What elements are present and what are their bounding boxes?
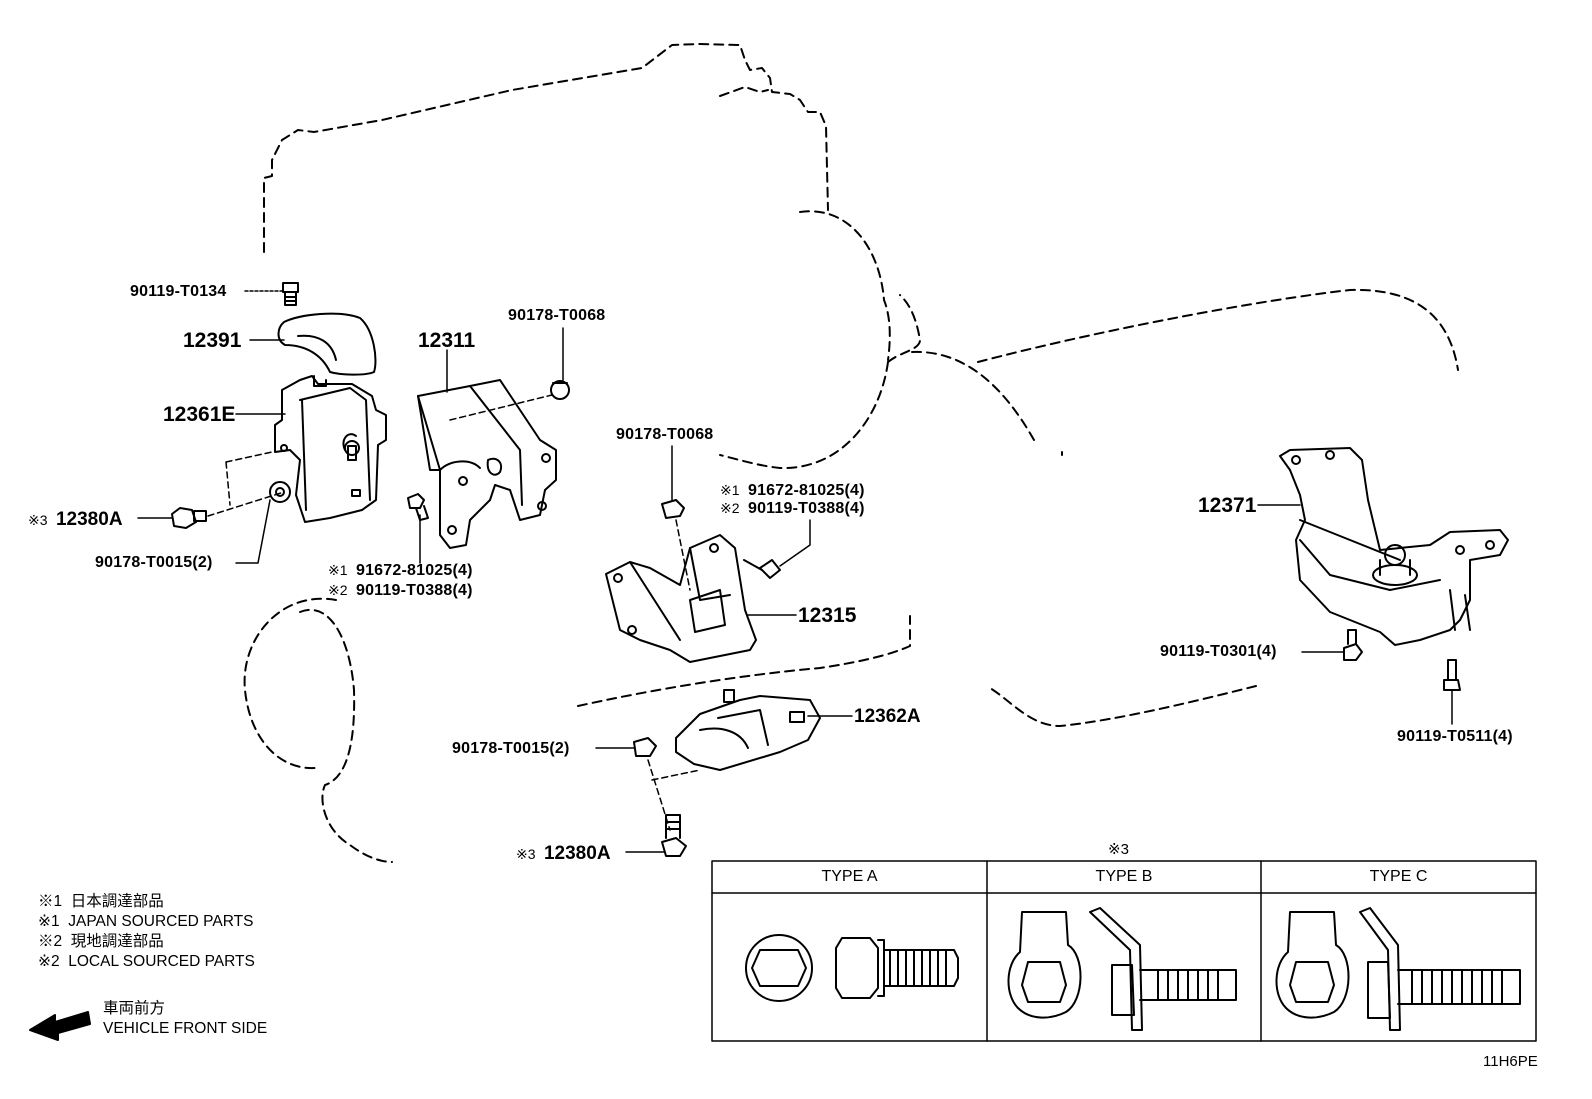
legend-mark: ※1 bbox=[38, 893, 63, 910]
legend-text: 現地調達部品 bbox=[70, 933, 164, 950]
legend-mark: ※2 bbox=[38, 953, 60, 970]
mount-12371 bbox=[1279, 447, 1509, 646]
front-arrow-icon bbox=[29, 1011, 91, 1041]
part-90119-T0388-left: 90119-T0388(4) bbox=[355, 582, 473, 599]
mark-3: ※3 bbox=[516, 846, 536, 862]
nut-90178-T0068-mid bbox=[661, 499, 685, 519]
bracket-12315 bbox=[605, 534, 757, 663]
dashed-lower-line bbox=[647, 759, 701, 831]
legend-row: ※1 日本調達部品 bbox=[38, 894, 164, 910]
legend-text: LOCAL SOURCED PARTS bbox=[68, 953, 255, 970]
mark-2: ※2 bbox=[720, 500, 740, 516]
mark-2: ※2 bbox=[328, 582, 348, 598]
label-90119-T0511: 90119-T0511(4) bbox=[1397, 728, 1513, 745]
mark-1: ※1 bbox=[720, 482, 740, 498]
label-12361E: 12361E bbox=[163, 403, 236, 426]
part-91672-81025-left: 91672-81025(4) bbox=[355, 562, 473, 579]
dashed-mid-line bbox=[675, 519, 691, 591]
label-12311: 12311 bbox=[418, 329, 476, 352]
bracket-12311 bbox=[417, 379, 557, 549]
leader-90178-T0015-top bbox=[235, 499, 271, 564]
insulator-12361E bbox=[274, 375, 387, 523]
front-label-en: VEHICLE FRONT SIDE bbox=[103, 1020, 268, 1037]
label-90178-T0068-top: 90178-T0068 bbox=[508, 307, 606, 324]
label-90178-T0068-mid: 90178-T0068 bbox=[616, 426, 714, 443]
label-note-left-2: ※2 90119-T0388(4) bbox=[328, 583, 473, 599]
type-c-bolt-drawing bbox=[1275, 907, 1521, 1031]
cover-12391 bbox=[277, 312, 377, 376]
bolt-90119-T0511 bbox=[1443, 659, 1461, 691]
label-90119-T0134: 90119-T0134 bbox=[130, 283, 227, 300]
type-table-mark: ※3 bbox=[1108, 841, 1129, 858]
nut-90178-T0015-bot bbox=[633, 737, 657, 757]
legend-row: ※2 LOCAL SOURCED PARTS bbox=[38, 954, 255, 970]
label-note-mid-2: ※2 90119-T0388(4) bbox=[720, 501, 865, 517]
front-label-jp: 車両前方 bbox=[103, 1000, 166, 1017]
label-12391: 12391 bbox=[183, 329, 242, 352]
figure-code: 11H6PE bbox=[1483, 1053, 1538, 1070]
type-c-header: TYPE C bbox=[1369, 868, 1428, 885]
type-a-bolt-drawing bbox=[745, 934, 959, 1002]
type-b-header: TYPE B bbox=[1095, 868, 1153, 885]
bolt-90119-T0134 bbox=[282, 282, 299, 306]
legend-row: ※1 JAPAN SOURCED PARTS bbox=[38, 914, 253, 930]
part-90119-T0388-mid: 90119-T0388(4) bbox=[747, 500, 865, 517]
part-91672-81025-mid: 91672-81025(4) bbox=[747, 482, 865, 499]
legend-mark: ※1 bbox=[38, 913, 60, 930]
legend-text: JAPAN SOURCED PARTS bbox=[68, 913, 254, 930]
label-90178-T0015-bot: 90178-T0015(2) bbox=[452, 740, 570, 757]
legend-mark: ※2 bbox=[38, 933, 63, 950]
label-note-left-1: ※1 91672-81025(4) bbox=[328, 563, 473, 579]
label-12380A-bot: ※3 12380A bbox=[516, 844, 611, 863]
dashed-bracket-line bbox=[449, 394, 553, 421]
insulator-12362A bbox=[675, 689, 821, 771]
label-90178-T0015-top: 90178-T0015(2) bbox=[95, 554, 213, 571]
label-12371: 12371 bbox=[1198, 494, 1257, 517]
legend-row: ※2 現地調達部品 bbox=[38, 934, 164, 950]
nut-90178-T0068-top bbox=[550, 380, 570, 400]
mark-3: ※3 bbox=[28, 512, 48, 528]
bolt-91672-left bbox=[407, 493, 429, 521]
label-90119-T0301: 90119-T0301(4) bbox=[1160, 643, 1277, 660]
type-a-header: TYPE A bbox=[821, 868, 878, 885]
part-12380A-bot: 12380A bbox=[543, 843, 611, 864]
leader-bolt-mid bbox=[779, 519, 811, 567]
type-b-bolt-drawing bbox=[1007, 907, 1237, 1031]
label-12362A: 12362A bbox=[854, 706, 921, 727]
bolt-90119-T0301 bbox=[1343, 629, 1363, 661]
type-table-frame bbox=[711, 860, 1537, 1042]
label-12315: 12315 bbox=[798, 604, 857, 627]
bolt-91672-mid bbox=[743, 559, 781, 579]
label-12380A-top: ※3 12380A bbox=[28, 510, 123, 529]
legend-text: 日本調達部品 bbox=[70, 893, 164, 910]
bolt-12380A-bot bbox=[661, 814, 687, 857]
part-12380A-top: 12380A bbox=[55, 509, 123, 530]
mark-1: ※1 bbox=[328, 562, 348, 578]
bolt-12380A-top bbox=[171, 507, 207, 529]
engine-outline bbox=[243, 43, 1459, 863]
label-note-mid-1: ※1 91672-81025(4) bbox=[720, 483, 865, 499]
nut-90178-T0015-top bbox=[269, 481, 291, 503]
